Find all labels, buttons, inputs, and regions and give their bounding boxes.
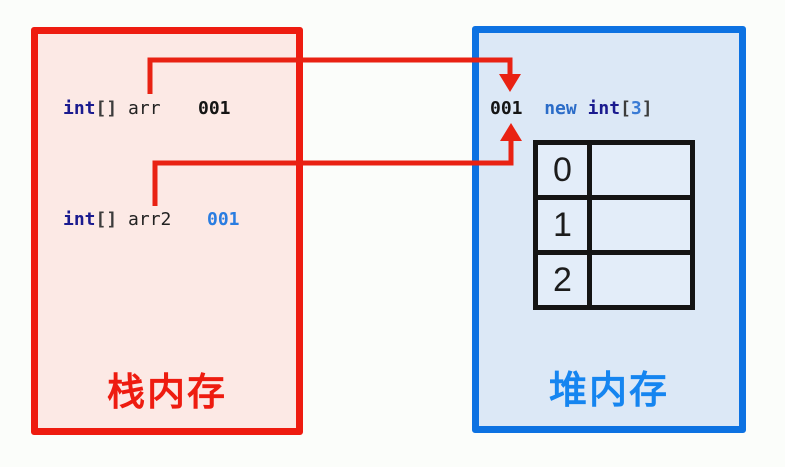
heap-array-table: 0 1 2 bbox=[533, 140, 695, 310]
new-keyword: new bbox=[544, 98, 577, 119]
stack-var-arr-declaration: int[] arr bbox=[63, 97, 161, 121]
bracket-close: ] bbox=[641, 98, 653, 119]
array-index-cell: 2 bbox=[538, 255, 592, 305]
array-index-cell: 0 bbox=[538, 145, 592, 195]
array-value-cell bbox=[592, 145, 690, 195]
array-value-cell bbox=[592, 255, 690, 305]
variable-name: arr bbox=[117, 98, 161, 119]
array-brackets: [] bbox=[95, 209, 118, 230]
stack-var-arr2-value: 001 bbox=[207, 209, 240, 230]
heap-address: 001 bbox=[490, 98, 523, 119]
array-brackets: [] bbox=[95, 98, 118, 119]
array-value-cell bbox=[592, 200, 690, 250]
array-row-2: 2 bbox=[538, 255, 690, 305]
stack-memory-label: 栈内存 bbox=[106, 372, 227, 414]
array-index-cell: 1 bbox=[538, 200, 592, 250]
heap-memory-label: 堆内存 bbox=[548, 370, 669, 412]
array-row-0: 0 bbox=[538, 145, 690, 200]
heap-allocation-line: 001 new int[3] bbox=[490, 97, 653, 121]
array-row-1: 1 bbox=[538, 200, 690, 255]
bracket-open: [ bbox=[620, 98, 631, 119]
int-keyword: int bbox=[63, 209, 96, 230]
stack-var-arr2-declaration: int[] arr2 bbox=[63, 208, 171, 232]
array-size: 3 bbox=[630, 98, 642, 119]
int-keyword: int bbox=[587, 98, 621, 119]
int-keyword: int bbox=[63, 98, 96, 119]
variable-name: arr2 bbox=[117, 209, 172, 230]
stack-var-arr-value: 001 bbox=[198, 98, 231, 119]
stack-memory-box: 栈内存 bbox=[31, 27, 303, 435]
